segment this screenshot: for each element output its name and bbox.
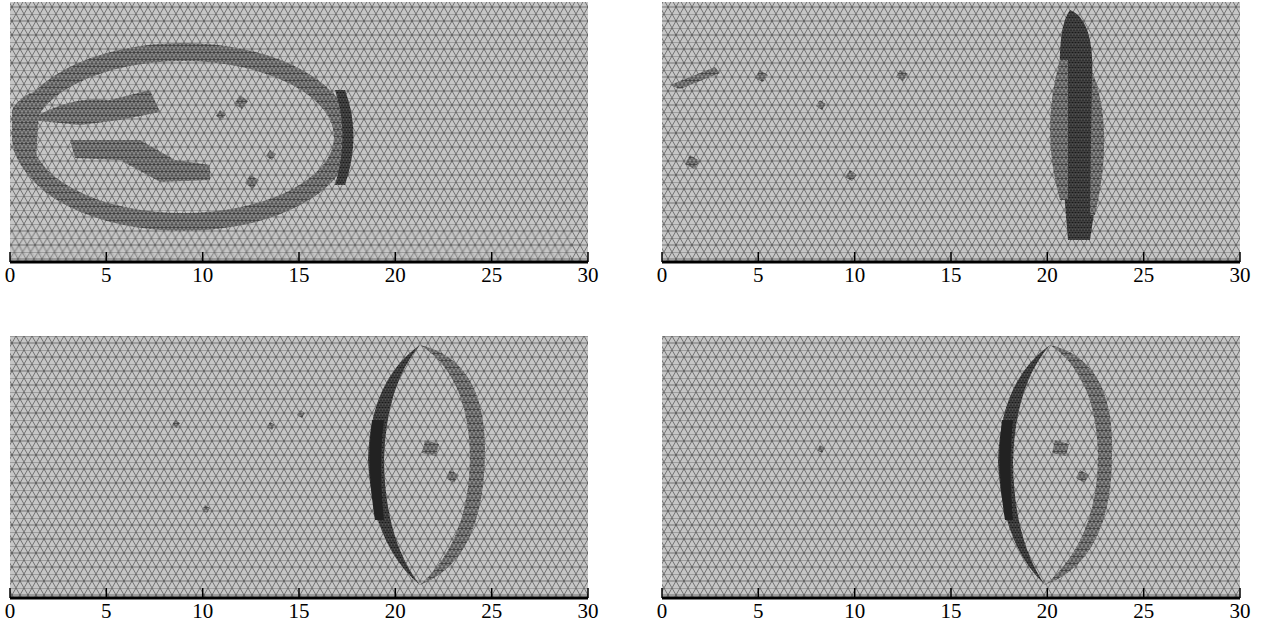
tick-label: 20 xyxy=(1037,265,1058,286)
tick-label: 5 xyxy=(101,265,112,286)
tick-label: 25 xyxy=(1133,265,1154,286)
tick-label: 30 xyxy=(1230,601,1251,622)
tick-label: 25 xyxy=(481,265,502,286)
tick-label: 10 xyxy=(844,601,865,622)
tick-label: 0 xyxy=(5,601,16,622)
tick-label: 5 xyxy=(101,601,112,622)
tick-label: 10 xyxy=(192,601,213,622)
tick-label: 30 xyxy=(578,265,599,286)
tick-label: 15 xyxy=(289,265,310,286)
tick-label: 0 xyxy=(5,265,16,286)
tick-label: 5 xyxy=(753,601,764,622)
tick-label: 25 xyxy=(481,601,502,622)
tick-label: 15 xyxy=(941,265,962,286)
tick-label: 15 xyxy=(289,601,310,622)
mesh-panel xyxy=(662,2,1240,262)
tick-label: 15 xyxy=(941,601,962,622)
axis xyxy=(10,252,1240,598)
mesh-panel xyxy=(662,336,1240,598)
tick-label: 0 xyxy=(657,265,668,286)
tick-label: 20 xyxy=(1037,601,1058,622)
tick-label: 30 xyxy=(1230,265,1251,286)
tick-label: 10 xyxy=(844,265,865,286)
tick-label: 30 xyxy=(578,601,599,622)
tick-label: 0 xyxy=(657,601,668,622)
mesh-panel xyxy=(10,2,588,262)
tick-label: 20 xyxy=(385,265,406,286)
tick-label: 10 xyxy=(192,265,213,286)
tick-label: 5 xyxy=(753,265,764,286)
tick-label: 25 xyxy=(1133,601,1154,622)
mesh-panel xyxy=(10,336,588,598)
tick-label: 20 xyxy=(385,601,406,622)
